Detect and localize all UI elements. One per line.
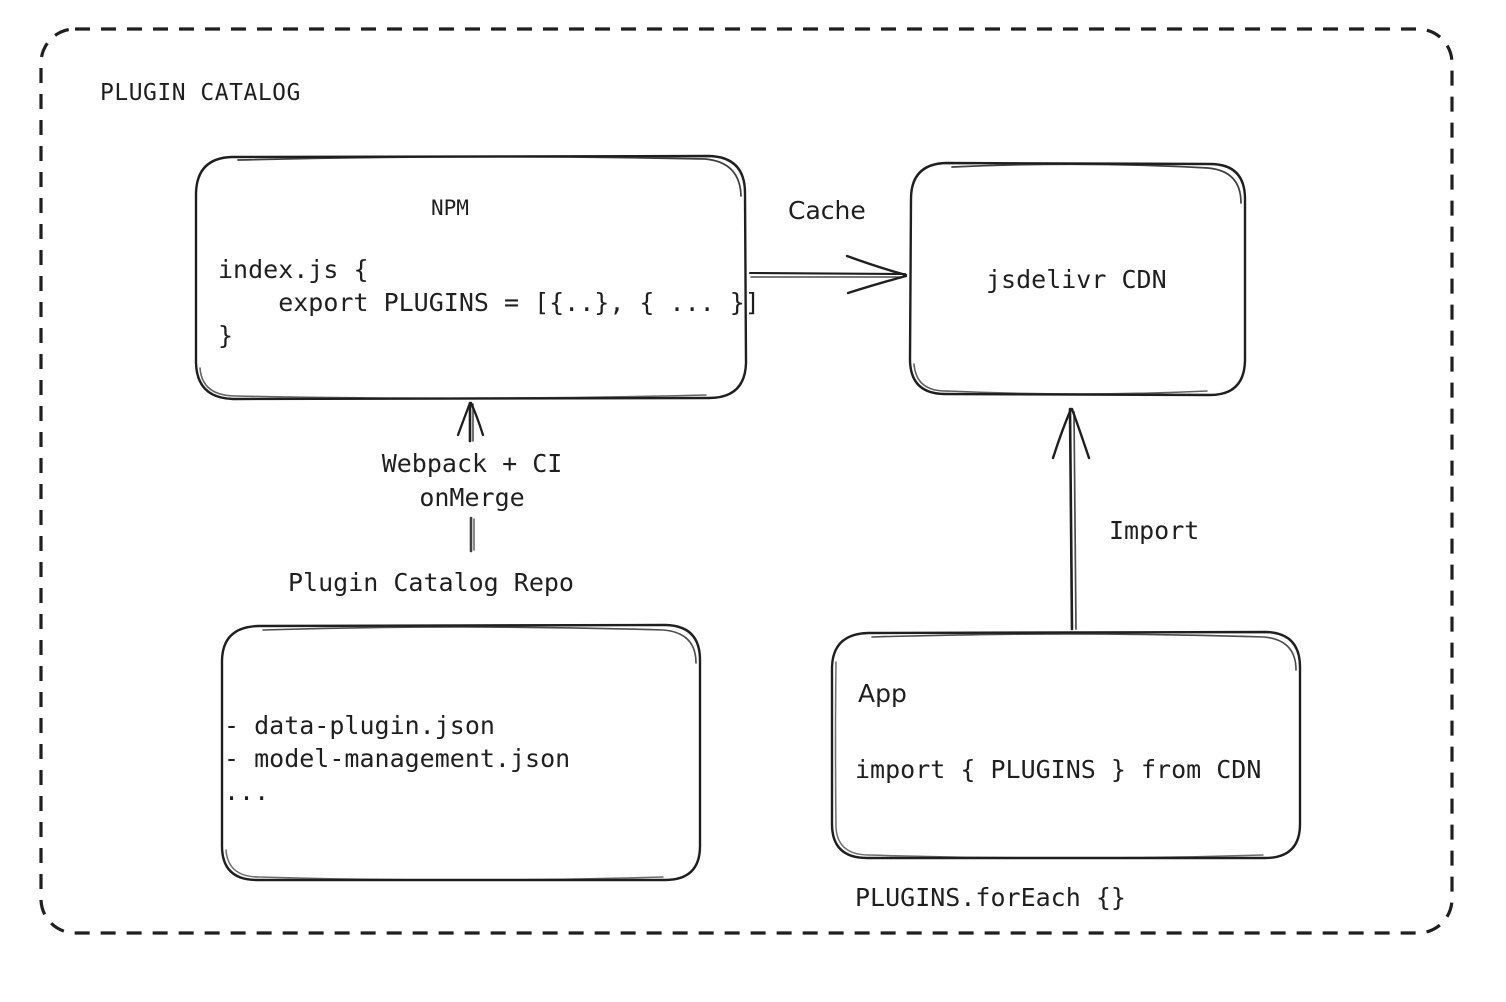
repo-node-caption: Plugin Catalog Repo — [288, 568, 574, 597]
cdn-node-title: jsdelivr CDN — [986, 265, 1167, 294]
edge-label-import: Import — [1109, 516, 1200, 545]
edge-label-build: Webpack + CI onMerge — [381, 449, 563, 512]
app-node-code: import { PLUGINS } from CDN PLUGINS.forE… — [855, 755, 1262, 912]
edge-label-cache: Cache — [788, 196, 866, 225]
repo-node-file-list: - data-plugin.json - model-management.js… — [224, 711, 571, 806]
npm-node-code: index.js { export PLUGINS = [{..}, { ...… — [218, 255, 760, 350]
edge-cache-arrow — [748, 254, 908, 295]
group-title: PLUGIN CATALOG — [100, 80, 301, 106]
edge-import-arrow — [1051, 407, 1091, 631]
npm-node-title: NPM — [431, 196, 469, 220]
app-node-title: App — [858, 679, 907, 708]
